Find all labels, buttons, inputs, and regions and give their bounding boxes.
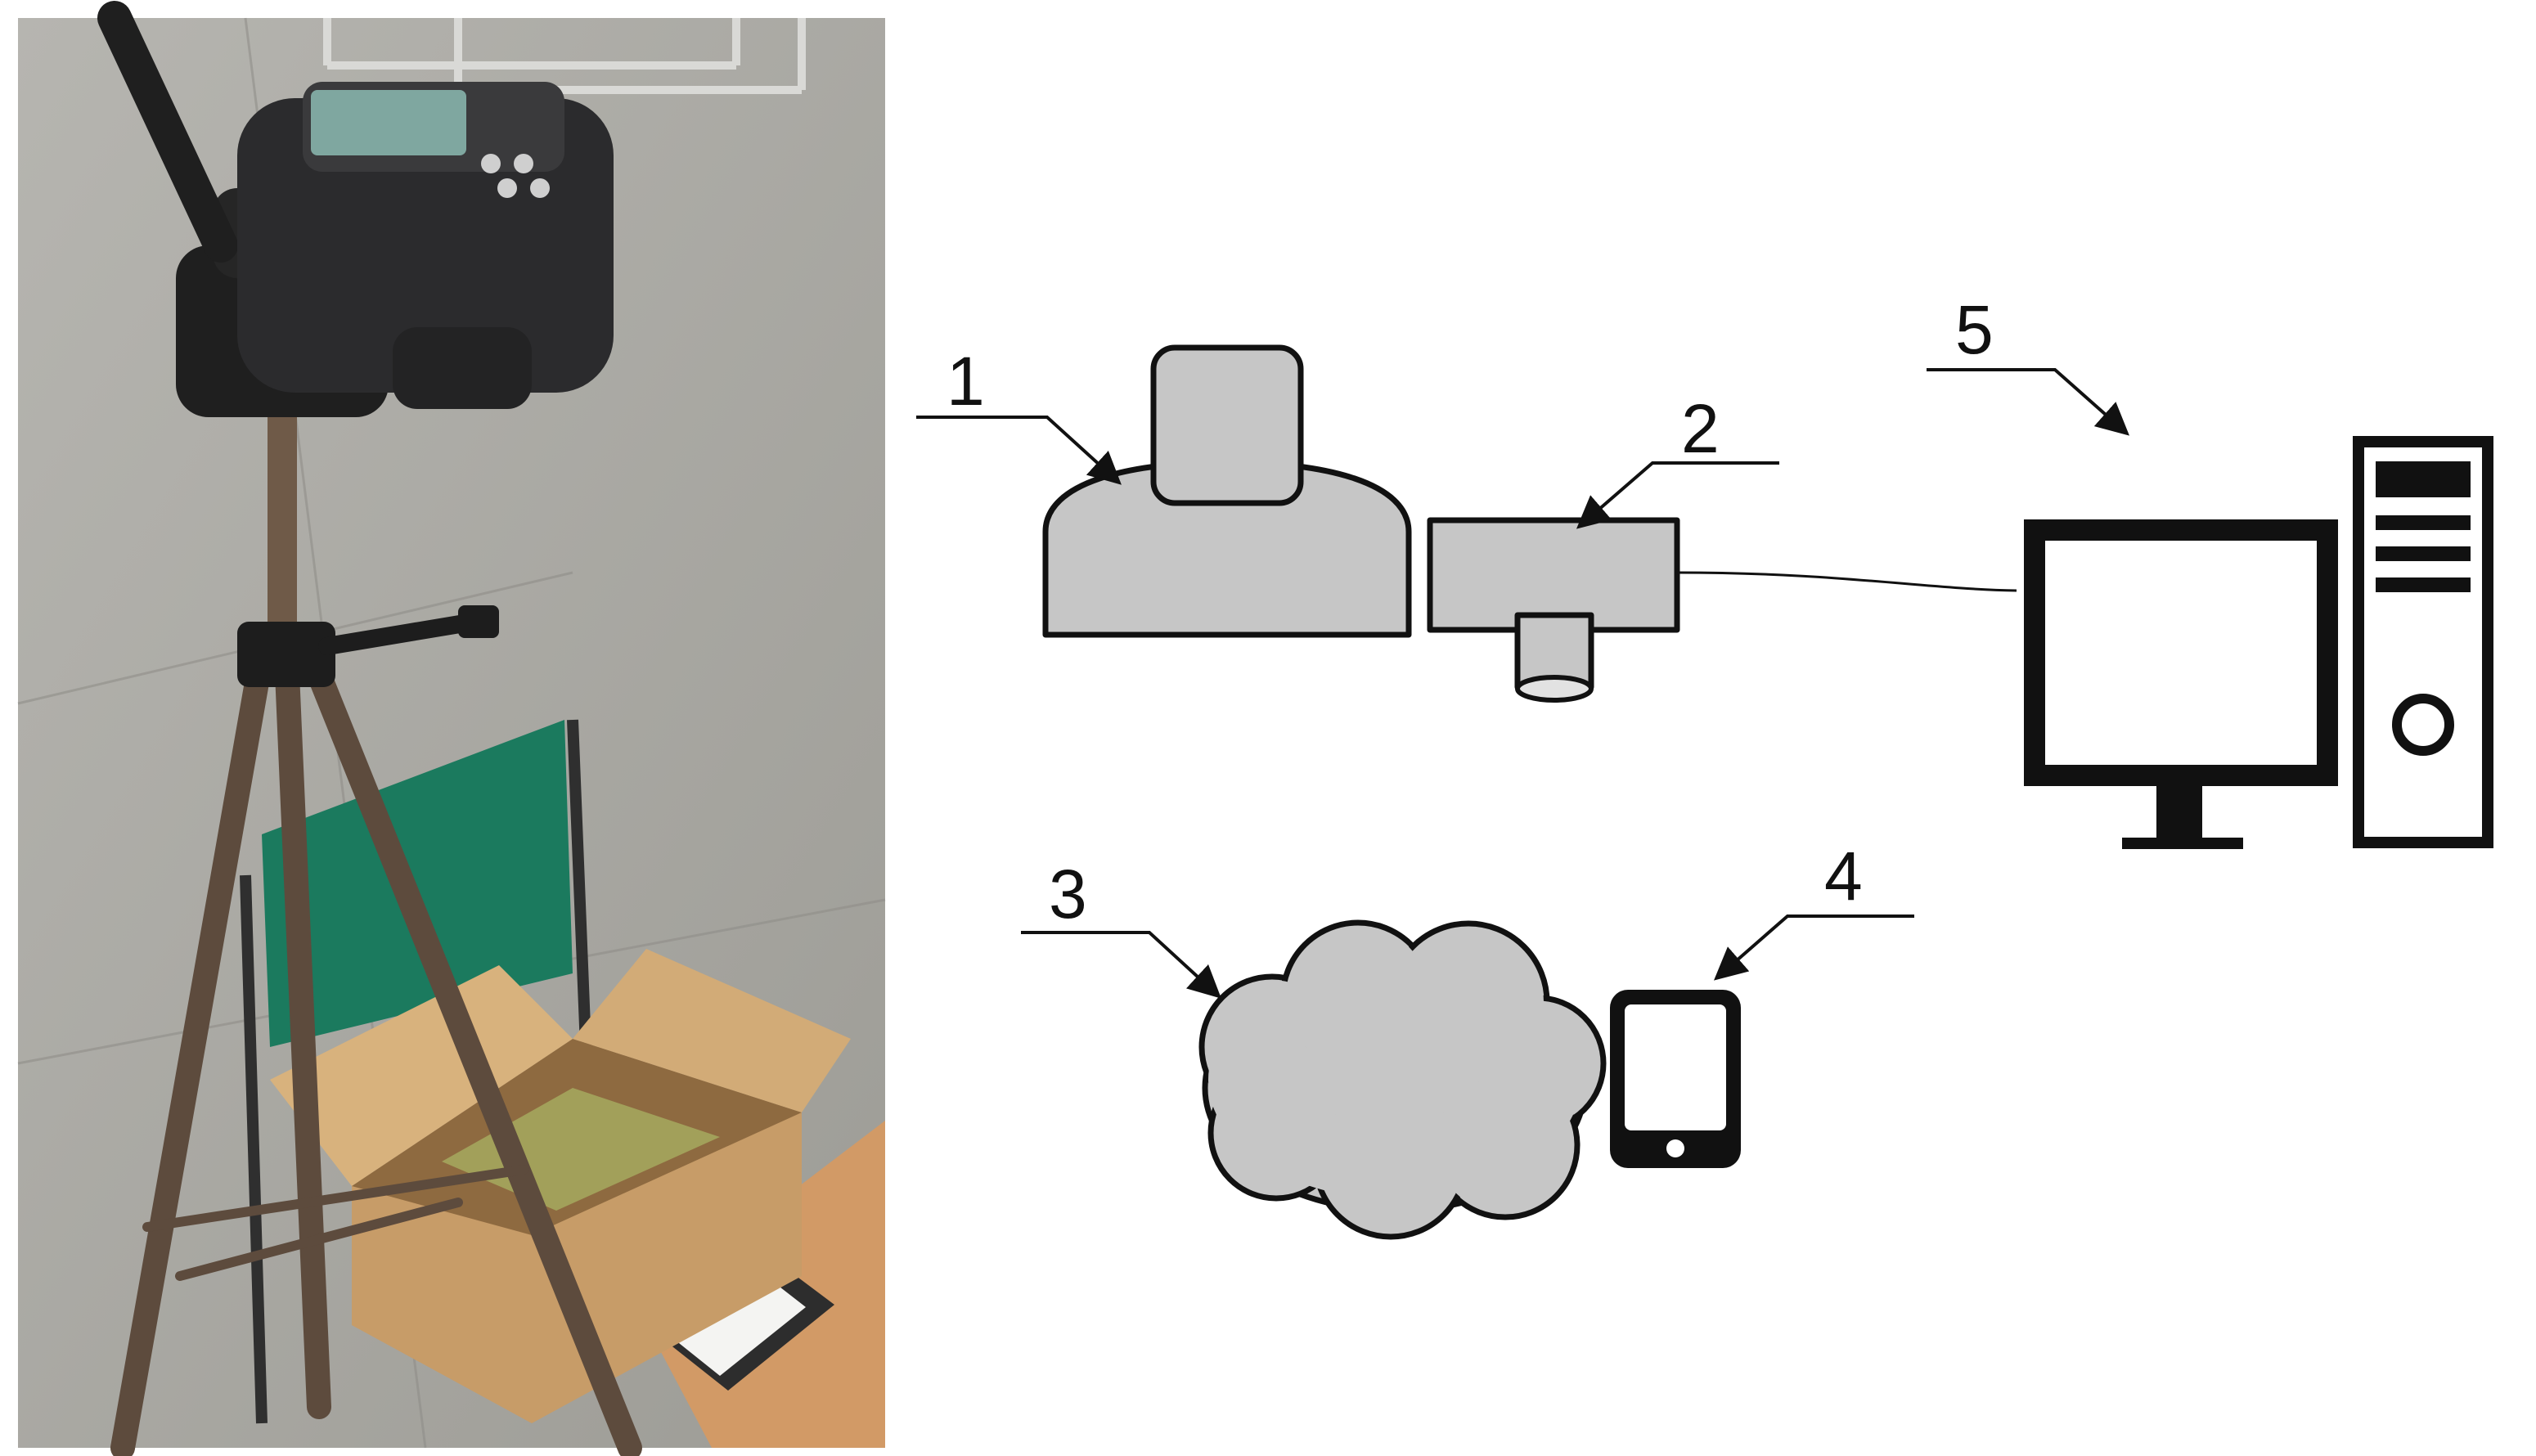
background-rack [323,18,806,94]
callout-5: 5 [1955,291,1994,368]
part-2-camera: 2 [1427,390,1779,703]
tripod [110,394,642,1456]
camera-lens [1514,612,1594,690]
monitor-stand [2156,785,2202,841]
schematic-diagram: 1 2 5 [916,291,2493,1240]
callout-2: 2 [1681,390,1720,467]
leader-line-2 [1576,461,1779,529]
callout-4: 4 [1824,838,1863,914]
part-3-cloud: 3 [1021,856,1607,1240]
cardboard-box [270,949,851,1423]
monitor [2024,519,2338,786]
cable-line [1676,571,2017,592]
camera-lens-front [1515,675,1594,703]
leader-line-5 [1927,368,2129,436]
drive-bay-4 [2376,577,2471,592]
computer-icon [2024,436,2493,849]
drive-bay-3 [2376,546,2471,561]
tablet-icon [1610,990,1741,1168]
drive-bay-2 [2376,515,2471,530]
camera-device [237,82,614,409]
callout-3: 3 [1049,856,1087,932]
drive-bay-1 [2376,461,2471,497]
leader-line-4 [1713,914,1914,981]
lamp-head [1150,344,1304,506]
tablet-screen [1625,1004,1726,1130]
tripod-handle [97,1,238,263]
monitor-base [2122,838,2243,849]
part-5-computer: 5 [1927,291,2493,849]
pc-tower [2353,436,2493,848]
part-1-lamp: 1 [916,343,1412,638]
leader-line-1 [916,416,1122,485]
cloud-icon [1198,919,1607,1240]
tablet-home-button [1666,1139,1684,1157]
callout-1: 1 [947,343,985,420]
power-button [2392,694,2454,756]
photo-panel [17,1,886,1456]
leader-line-3 [1021,931,1221,999]
part-4-tablet: 4 [1610,838,1914,1168]
